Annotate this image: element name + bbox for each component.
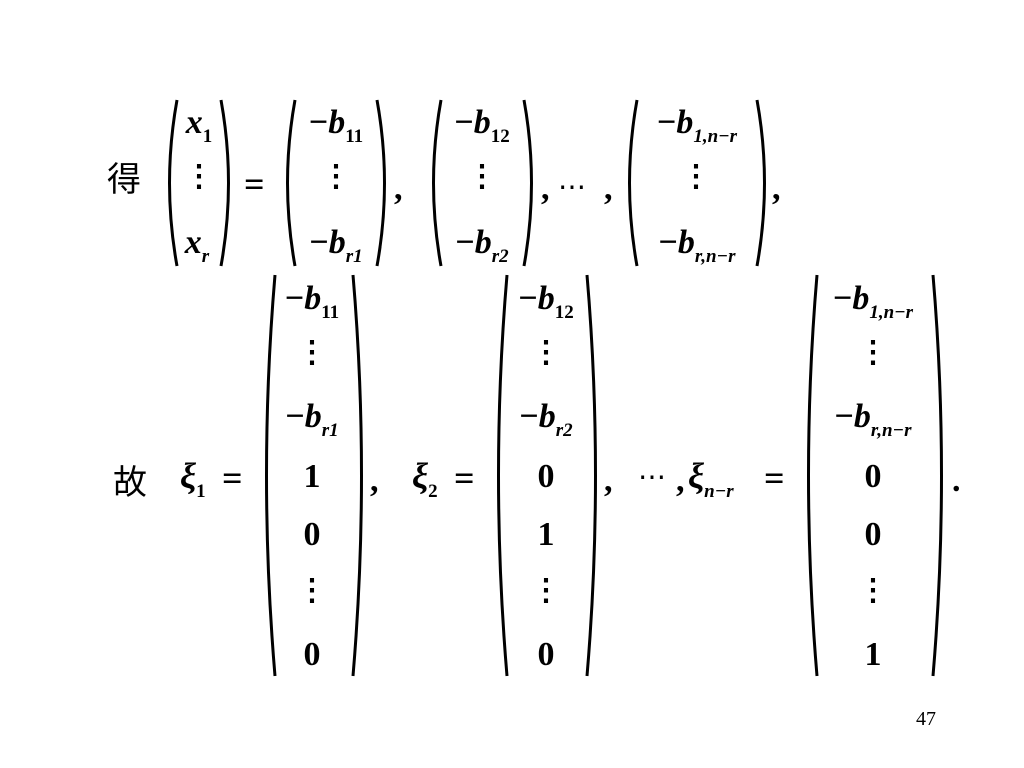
col-1-entry-3: −br1 — [285, 398, 339, 441]
vector-2-top-entry: −b12 — [454, 104, 510, 147]
vector-3-top-entry: −b1,n−r — [656, 104, 738, 147]
right-paren — [522, 99, 533, 267]
vdots: ⋮ — [467, 160, 497, 193]
left-paren — [286, 99, 297, 267]
vdots: ⋮ — [321, 160, 351, 193]
col-2-entry-7: 0 — [537, 636, 555, 673]
vector-2-bottom-entry: −br2 — [455, 224, 509, 267]
comma: , — [604, 462, 613, 499]
right-paren — [375, 99, 386, 267]
vector-1-bottom-entry: −br1 — [309, 224, 363, 267]
col-3-entry-3: −br,n−r — [834, 398, 912, 441]
equals-sign: = — [244, 164, 265, 204]
col-3-entry-1: −b1,n−r — [832, 280, 914, 323]
lhs-bottom-entry: xr — [184, 224, 210, 267]
xi-1-label: ξ1 — [180, 456, 206, 502]
col-2-entry-5: 1 — [537, 516, 555, 553]
right-paren — [931, 274, 943, 677]
comma: , — [541, 170, 550, 207]
vdots: ⋮ — [858, 574, 888, 607]
left-paren — [628, 99, 639, 267]
left-paren — [432, 99, 443, 267]
col-2-entry-3: −br2 — [519, 398, 573, 441]
col-2-entry-4: 0 — [537, 458, 555, 495]
period: . — [952, 462, 961, 499]
vector-1-top-entry: −b11 — [308, 104, 364, 147]
vdots: ⋮ — [531, 336, 561, 369]
comma: , — [772, 170, 781, 207]
vdots: ⋮ — [297, 574, 327, 607]
vdots: ⋮ — [297, 336, 327, 369]
comma: , — [370, 462, 379, 499]
comma: , — [604, 170, 613, 207]
left-paren — [807, 274, 819, 677]
col-3-entry-4: 0 — [864, 458, 882, 495]
right-paren — [351, 274, 363, 677]
vdots: ⋮ — [184, 160, 214, 193]
equals-sign: = — [222, 458, 243, 498]
col-3-entry-5: 0 — [864, 516, 882, 553]
xi-2-label: ξ2 — [412, 456, 438, 502]
right-paren — [585, 274, 597, 677]
col-1-entry-4: 1 — [303, 458, 321, 495]
equals-sign: = — [764, 458, 785, 498]
lhs-top-entry: x1 — [185, 104, 213, 147]
right-paren — [755, 99, 766, 267]
left-paren — [497, 274, 509, 677]
comma: , — [394, 170, 403, 207]
lead-char-de: 得 — [107, 160, 141, 200]
vdots: ⋮ — [681, 160, 711, 193]
comma: , — [676, 462, 685, 499]
col-1-entry-5: 0 — [303, 516, 321, 553]
xi-n-r-label: ξn−r — [688, 456, 734, 502]
col-1-entry-7: 0 — [303, 636, 321, 673]
left-paren — [265, 274, 277, 677]
ellipsis: ⋯ — [558, 172, 586, 203]
col-3-entry-7: 1 — [864, 636, 882, 673]
right-paren — [219, 99, 230, 267]
equals-sign: = — [454, 458, 475, 498]
page-number: 47 — [916, 708, 936, 730]
left-paren — [168, 99, 179, 267]
vdots: ⋮ — [531, 574, 561, 607]
col-1-entry-1: −b11 — [284, 280, 340, 323]
vector-3-bottom-entry: −br,n−r — [658, 224, 736, 267]
lead-char-gu: 故 — [113, 463, 147, 503]
vdots: ⋮ — [858, 336, 888, 369]
col-2-entry-1: −b12 — [518, 280, 574, 323]
ellipsis: ⋯ — [638, 462, 666, 493]
